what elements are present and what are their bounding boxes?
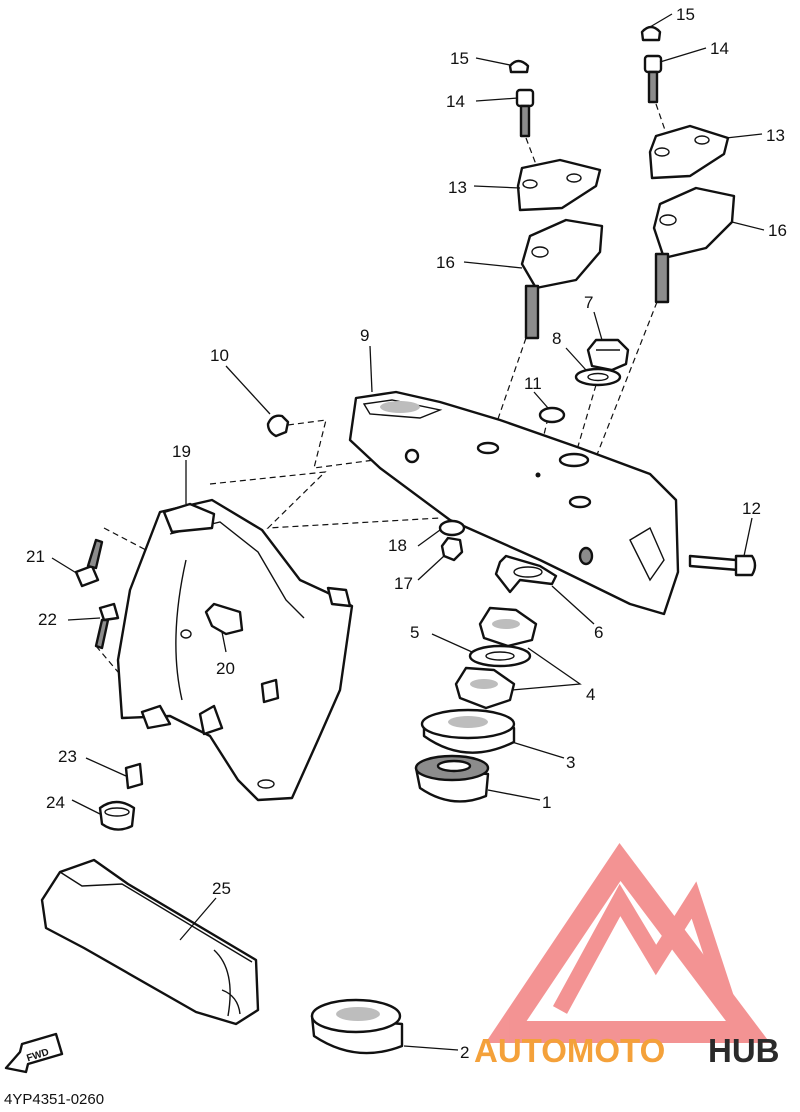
part-16-lower-holder-left xyxy=(520,218,604,340)
part-20-damper xyxy=(204,602,244,636)
callout-2: 2 xyxy=(460,1043,469,1062)
fwd-arrow-icon: FWD xyxy=(4,1032,64,1074)
callout-14-right: 14 xyxy=(710,39,729,58)
callout-15-left: 15 xyxy=(450,49,469,68)
part-14-bolt-right xyxy=(643,54,663,104)
callout-4: 4 xyxy=(586,685,595,704)
part-7-nut xyxy=(586,338,630,372)
callout-14-left: 14 xyxy=(446,92,465,111)
part-2-bearing-lower xyxy=(310,998,404,1055)
watermark-word-hub: HUB xyxy=(708,1032,780,1069)
part-10-plug xyxy=(266,414,290,438)
callout-10: 10 xyxy=(210,346,229,365)
callout-5: 5 xyxy=(410,623,419,642)
watermark-text: AUTOMOTO HUB xyxy=(474,1032,780,1069)
watermark-triangle-icon xyxy=(485,843,771,1043)
part-19-headlight-stay xyxy=(116,498,354,802)
part-3-bearing-upper xyxy=(420,708,516,754)
part-14-bolt-left xyxy=(515,88,535,138)
part-24-grommet xyxy=(98,800,136,831)
part-1-bearing-race xyxy=(414,754,490,803)
part-15-cap-right xyxy=(640,25,662,42)
part-23-collar xyxy=(124,762,144,790)
callout-22: 22 xyxy=(38,610,57,629)
callout-20: 20 xyxy=(216,659,235,678)
catalog-code: 4YP4351-0260 xyxy=(4,1091,104,1108)
leader-lines xyxy=(51,13,765,1051)
part-18-collar xyxy=(438,519,466,537)
part-15-cap-left xyxy=(508,59,530,74)
part-8-washer xyxy=(574,367,622,387)
callout-24: 24 xyxy=(46,793,65,812)
part-21-bolt xyxy=(74,538,104,588)
watermark-m-icon xyxy=(552,881,738,1014)
callout-11: 11 xyxy=(524,374,542,393)
callout-15-right: 15 xyxy=(676,5,695,24)
callout-1: 1 xyxy=(542,793,551,812)
part-16-lower-holder-right xyxy=(652,186,736,304)
part-17-nut xyxy=(440,536,464,562)
part-9-upper-bracket xyxy=(348,390,680,616)
callout-16-right: 16 xyxy=(768,221,787,240)
callout-16-left: 16 xyxy=(436,253,455,272)
callout-12: 12 xyxy=(742,499,761,518)
callout-13-left: 13 xyxy=(448,178,467,197)
callout-19: 19 xyxy=(172,442,191,461)
callout-25: 25 xyxy=(212,879,231,898)
watermark-word-automoto: AUTOMOTO xyxy=(474,1032,665,1069)
part-4-ring-nut-lower xyxy=(454,666,516,710)
callout-9: 9 xyxy=(360,326,369,345)
callout-13-right: 13 xyxy=(766,126,785,145)
watermark-logo xyxy=(485,843,771,1043)
callout-6: 6 xyxy=(594,623,603,642)
part-13-upper-holder-left xyxy=(516,158,602,212)
part-12-pinch-bolt xyxy=(688,554,757,577)
part-22-bolt xyxy=(94,602,120,650)
part-4-ring-nut-upper xyxy=(478,606,538,648)
callout-18: 18 xyxy=(388,536,407,555)
part-25-cover xyxy=(40,858,260,1026)
part-6-lock-washer xyxy=(494,554,558,594)
callout-21: 21 xyxy=(26,547,45,566)
callout-8: 8 xyxy=(552,329,561,348)
part-5-washer xyxy=(468,644,532,668)
callout-3: 3 xyxy=(566,753,575,772)
callout-17: 17 xyxy=(394,574,413,593)
part-13-upper-holder-right xyxy=(648,124,730,180)
callout-7: 7 xyxy=(584,293,593,312)
part-11-washer xyxy=(538,406,566,424)
callout-labels: 15 15 14 14 13 13 16 16 7 8 11 9 10 12 1… xyxy=(26,5,787,1062)
callout-23: 23 xyxy=(58,747,77,766)
